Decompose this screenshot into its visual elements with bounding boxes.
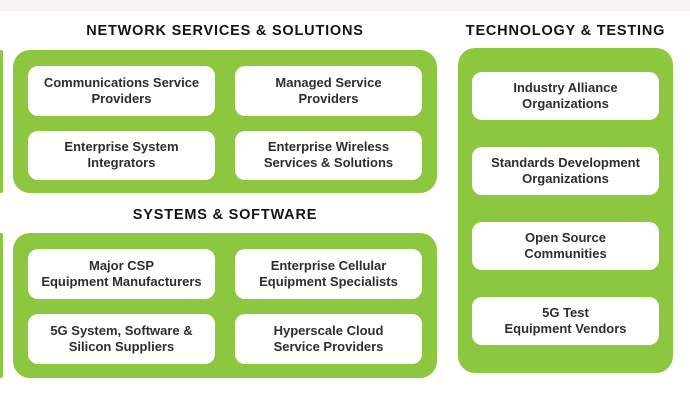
section-title-network-services-solutions: NETWORK SERVICES & SOLUTIONS <box>86 23 364 39</box>
card-enterprise-cellular-equipment-specialists: Enterprise Cellular Equipment Specialist… <box>235 249 422 299</box>
card-enterprise-wireless-services-solutions: Enterprise Wireless Services & Solutions <box>235 130 422 180</box>
group-systems-software: Major CSP Equipment Manufacturers Enterp… <box>13 233 437 378</box>
page-top-strip <box>0 0 690 11</box>
card-hyperscale-cloud-service-providers: Hyperscale Cloud Service Providers <box>235 314 422 364</box>
card-5g-system-software-silicon-suppliers: 5G System, Software & Silicon Suppliers <box>28 314 215 364</box>
cropped-group-edge-top <box>0 50 3 193</box>
section-title-technology-testing: TECHNOLOGY & TESTING <box>465 23 666 39</box>
card-5g-test-equipment-vendors: 5G Test Equipment Vendors <box>472 297 659 345</box>
group-network-services-solutions: Communications Service Providers Managed… <box>13 50 437 193</box>
card-open-source-communities: Open Source Communities <box>472 222 659 270</box>
group-technology-testing: Industry Alliance Organizations Standard… <box>458 48 673 373</box>
section-title-systems-software: SYSTEMS & SOFTWARE <box>132 207 318 223</box>
card-managed-service-providers: Managed Service Providers <box>235 66 422 116</box>
card-communications-service-providers: Communications Service Providers <box>28 66 215 116</box>
card-major-csp-equipment-manufacturers: Major CSP Equipment Manufacturers <box>28 249 215 299</box>
card-industry-alliance-organizations: Industry Alliance Organizations <box>472 72 659 120</box>
card-standards-development-organizations: Standards Development Organizations <box>472 147 659 195</box>
cropped-group-edge-bottom <box>0 233 3 378</box>
card-enterprise-system-integrators: Enterprise System Integrators <box>28 130 215 180</box>
